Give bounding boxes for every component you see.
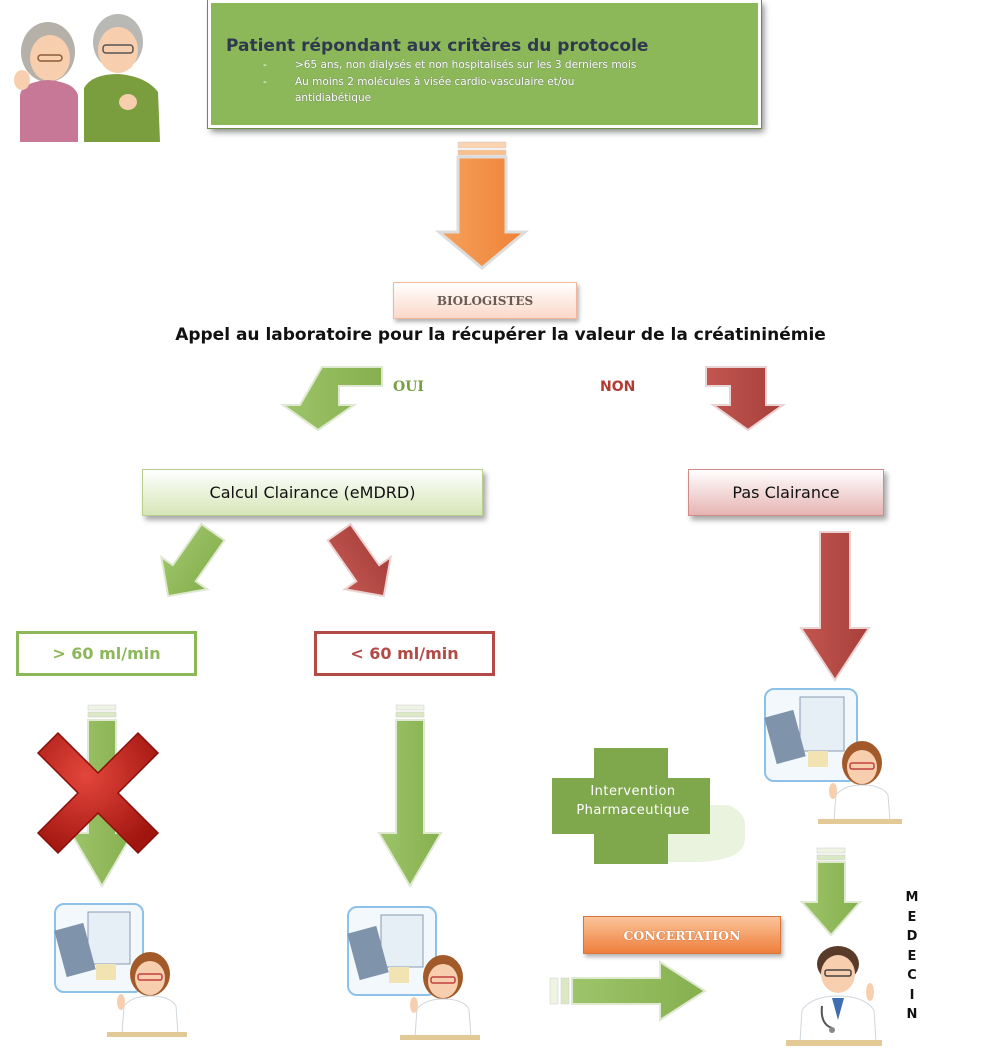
cross-icon [36, 731, 160, 855]
below-60-box: < 60 ml/min [314, 631, 495, 676]
intervention-cross-shape [552, 748, 745, 864]
right-column-arrow [799, 847, 863, 937]
intervention-pharmaceutique-label: Intervention Pharmaceutique [548, 782, 718, 820]
concertation-box: CONCERTATION [583, 916, 781, 954]
pas-clairance-box: Pas Clairance [688, 469, 884, 516]
biologistes-box: BIOLOGISTES [393, 282, 577, 319]
pharmacist-icon [764, 688, 902, 824]
medecin-letter: M [905, 890, 919, 905]
intervention-line-1: Intervention [590, 784, 676, 799]
medecin-letter: E [907, 948, 917, 964]
oui-arrow [279, 366, 383, 432]
arrow-to-above-60 [159, 522, 226, 598]
doctor-icon [786, 946, 882, 1046]
concertation-arrow [549, 960, 707, 1022]
appel-laboratoire-text: Appel au laboratoire pour la récupérer l… [175, 325, 826, 345]
medecin-letter: C [907, 968, 917, 983]
middle-column-arrow [377, 704, 443, 888]
medecin-letter: N [906, 1007, 918, 1022]
above-60-box: > 60 ml/min [16, 631, 197, 676]
criteria-title: Patient répondant aux critères du protoc… [226, 36, 649, 56]
criteria-item-3: antidiabétique [295, 92, 372, 104]
orange-arrow-down [434, 141, 530, 270]
criteria-bullet: - [263, 59, 267, 71]
arrow-to-below-60 [326, 522, 393, 598]
pharmacist-icon [347, 906, 480, 1040]
non-arrow [705, 366, 787, 432]
patient-criteria-box: Patient répondant aux critères du protoc… [208, 0, 761, 128]
medecin-letter: E [907, 909, 917, 925]
non-label: NON [600, 379, 636, 395]
criteria-item-2: Au moins 2 molécules à visée cardio-vasc… [295, 76, 575, 88]
pas-clairance-arrow [799, 531, 871, 682]
medecin-letter: D [906, 929, 918, 944]
elderly-couple-icon [14, 14, 160, 142]
medecin-letter: I [909, 987, 915, 1003]
pharmacist-icon [54, 903, 187, 1037]
medecin-vertical-label: M E D E C I N [902, 888, 922, 1025]
intervention-line-2: Pharmaceutique [576, 803, 690, 818]
criteria-item-1: >65 ans, non dialysés et non hospitalisé… [295, 59, 637, 71]
criteria-bullet: - [263, 76, 267, 88]
calcul-clairance-box: Calcul Clairance (eMDRD) [142, 469, 483, 516]
oui-label: OUI [393, 379, 424, 395]
